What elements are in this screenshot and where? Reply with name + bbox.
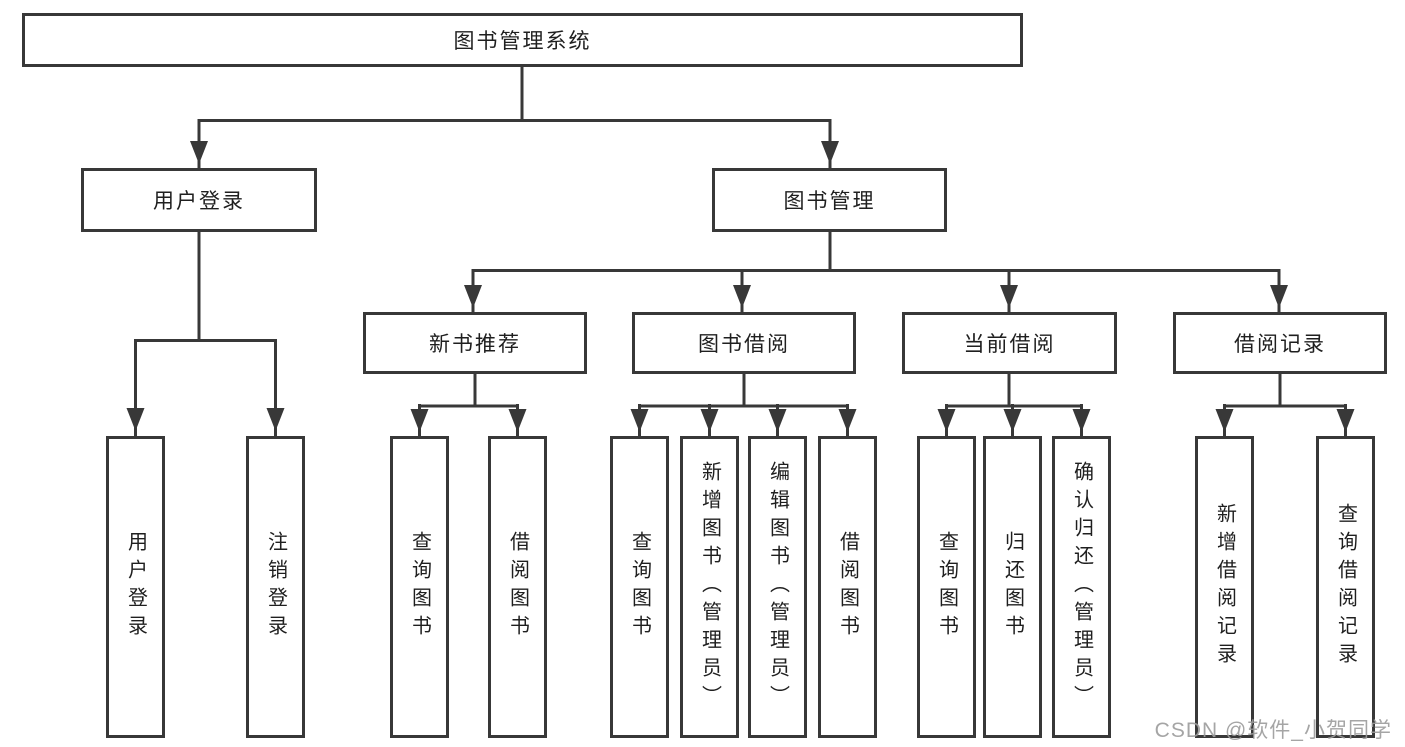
leaf-query-books-current: 查询图书 (917, 436, 976, 738)
csdn-watermark: CSDN @软件_小贺同学 (1154, 719, 1392, 742)
arrowhead (410, 409, 429, 432)
leaf-borrow-books-rec: 借阅图书 (488, 436, 547, 738)
leaf-confirm-return-admin: 确认归还（管理员） (1052, 436, 1111, 738)
arrowhead (190, 141, 208, 164)
leaf-query-books-rec: 查询图书 (390, 436, 449, 738)
leaf-user-login-label: 用户登录 (124, 531, 147, 643)
arrowhead (838, 409, 857, 432)
arrowhead (1270, 285, 1288, 308)
node-root-label: 图书管理系统 (453, 30, 592, 53)
arrowhead (1003, 409, 1022, 432)
leaf-borrow-books: 借阅图书 (818, 436, 877, 738)
node-user-login-label: 用户登录 (153, 190, 245, 213)
leaf-query-books-borrow: 查询图书 (610, 436, 669, 738)
edge-root-to-children (190, 67, 839, 168)
arrowhead (1336, 409, 1355, 432)
arrowhead (1215, 409, 1234, 432)
arrowhead (733, 285, 751, 308)
edge-book-borrow-to-children (630, 374, 857, 436)
node-borrow-records: 借阅记录 (1173, 312, 1387, 374)
arrowhead (1072, 409, 1091, 432)
leaf-confirm-return-admin-label: 确认归还（管理员） (1070, 461, 1093, 713)
node-book-mgmt: 图书管理 (712, 168, 947, 232)
edge-borrow-records-to-children (1215, 374, 1355, 436)
leaf-add-book-admin-label: 新增图书（管理员） (698, 461, 721, 713)
edge-book-mgmt-to-children (464, 232, 1288, 312)
arrowhead (464, 285, 482, 308)
leaf-edit-book-admin: 编辑图书（管理员） (748, 436, 807, 738)
node-book-borrow-label: 图书借阅 (698, 333, 790, 356)
node-root: 图书管理系统 (22, 13, 1023, 67)
node-book-mgmt-label: 图书管理 (783, 190, 876, 213)
arrowhead (508, 409, 527, 432)
arrowhead (768, 409, 787, 432)
leaf-query-borrow-record: 查询借阅记录 (1316, 436, 1375, 738)
arrowhead (1000, 285, 1018, 308)
arrowhead (630, 409, 649, 432)
node-new-book-rec: 新书推荐 (363, 312, 587, 374)
leaf-return-book-label: 归还图书 (1001, 531, 1024, 643)
leaf-user-login: 用户登录 (106, 436, 165, 738)
leaf-add-borrow-record: 新增借阅记录 (1195, 436, 1254, 738)
leaf-edit-book-admin-label: 编辑图书（管理员） (766, 461, 789, 713)
leaf-logout: 注销登录 (246, 436, 305, 738)
arrowhead (266, 408, 285, 431)
node-current-borrow-label: 当前借阅 (963, 333, 1056, 356)
leaf-query-books-rec-label: 查询图书 (408, 531, 431, 643)
arrowhead (937, 409, 956, 432)
leaf-borrow-books-rec-label: 借阅图书 (506, 531, 529, 643)
leaf-query-borrow-record-label: 查询借阅记录 (1334, 503, 1357, 671)
leaf-query-books-current-label: 查询图书 (935, 531, 958, 643)
leaf-query-books-borrow-label: 查询图书 (628, 531, 651, 643)
leaf-borrow-books-label: 借阅图书 (836, 531, 859, 643)
edge-user-login-to-children (126, 232, 285, 436)
node-user-login: 用户登录 (81, 168, 317, 232)
node-borrow-records-label: 借阅记录 (1234, 333, 1326, 356)
arrowhead (126, 408, 145, 431)
leaf-logout-label: 注销登录 (264, 531, 287, 643)
node-new-book-rec-label: 新书推荐 (429, 333, 521, 356)
node-book-borrow: 图书借阅 (632, 312, 856, 374)
edge-current-borrow-to-children (937, 374, 1091, 436)
leaf-add-book-admin: 新增图书（管理员） (680, 436, 739, 738)
leaf-add-borrow-record-label: 新增借阅记录 (1213, 503, 1236, 671)
arrowhead (821, 141, 839, 164)
arrowhead (700, 409, 719, 432)
leaf-return-book: 归还图书 (983, 436, 1042, 738)
edge-new-book-rec-to-children (410, 374, 527, 436)
node-current-borrow: 当前借阅 (902, 312, 1117, 374)
